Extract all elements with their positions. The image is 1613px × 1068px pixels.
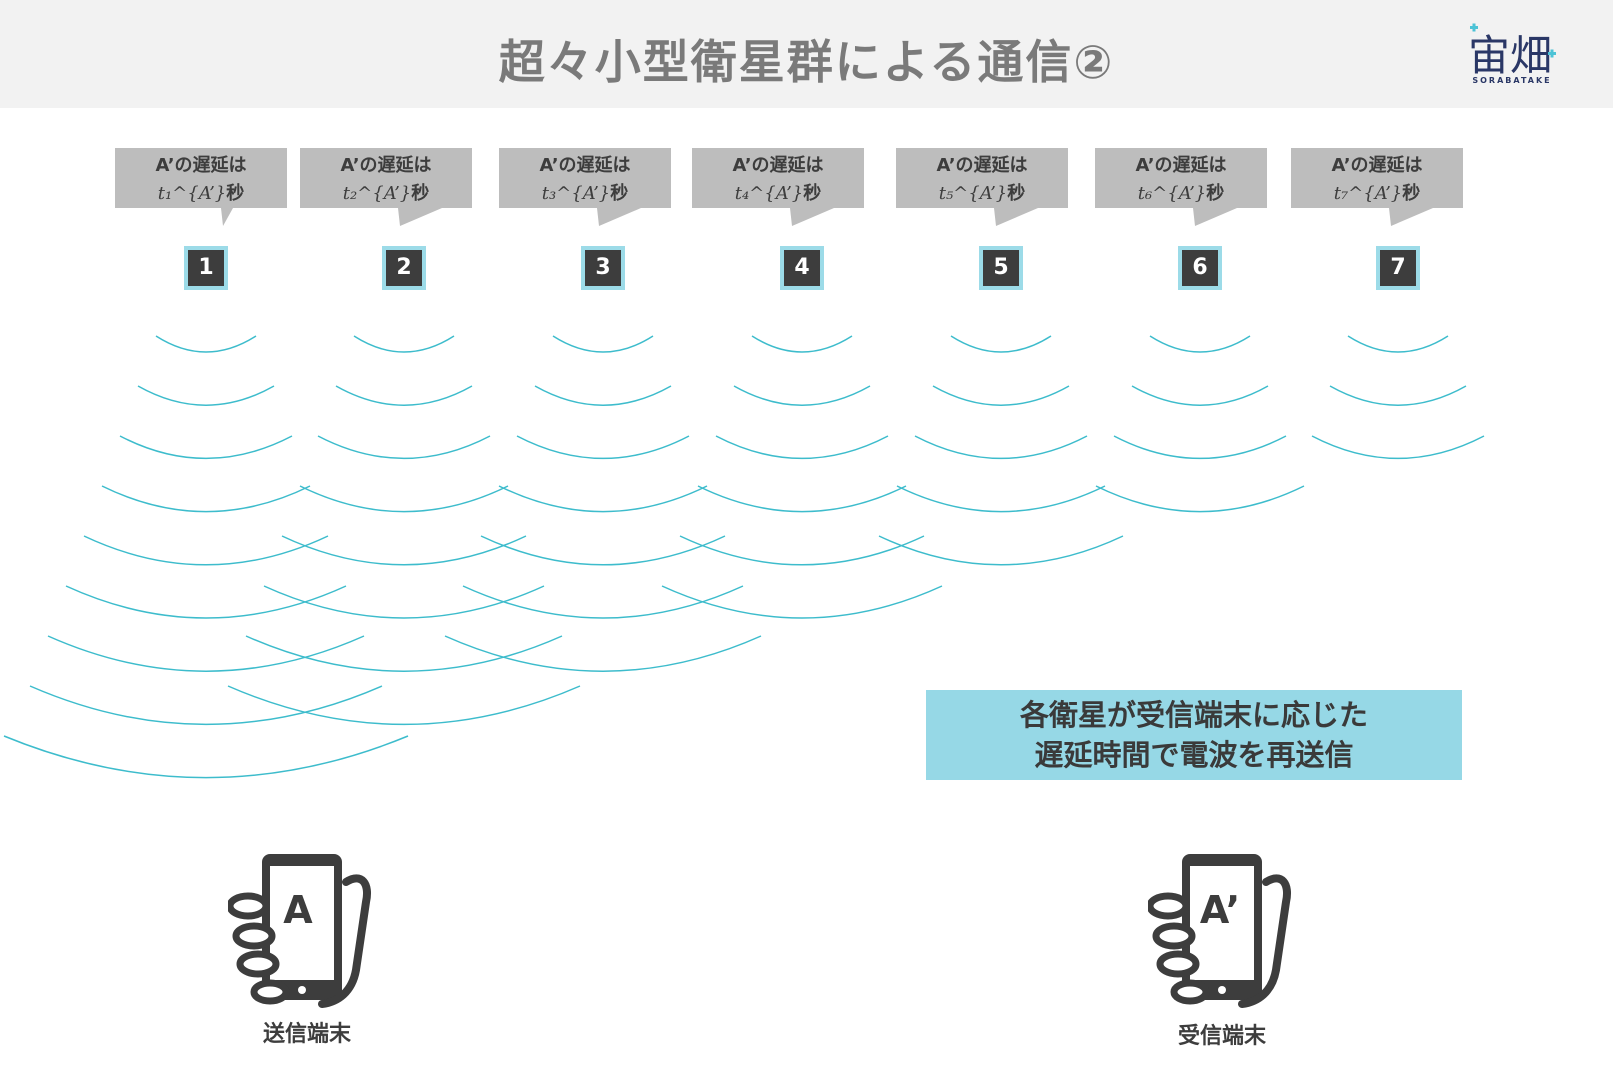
wave-arc-sat6-2: [1131, 385, 1269, 406]
delay-formula: t₄^{A’}: [734, 183, 804, 204]
wave-arc-sat1-6: [65, 585, 347, 619]
satellite-7: 7: [1376, 246, 1420, 290]
delay-text: A’の遅延は: [936, 155, 1028, 176]
wave-arc-sat4-3: [715, 435, 889, 460]
wave-arc-sat4-4: [697, 485, 907, 513]
wave-arc-sat3-1: [552, 335, 654, 353]
wave-arc-sat1-2: [137, 385, 275, 406]
sender-phone-icon: [228, 854, 371, 1008]
note-line-1: 各衛星が受信端末に応じた: [1019, 698, 1368, 732]
wave-arc-sat5-2: [932, 385, 1070, 406]
wave-arc-sat1-8: [29, 685, 383, 726]
delay-bubble-1: A’の遅延は t₁^{A’}秒: [115, 148, 287, 228]
wave-arc-sat1-4: [101, 485, 311, 513]
delay-bubble-4: A’の遅延は t₄^{A’}秒: [692, 148, 864, 228]
wave-arc-sat7-2: [1329, 385, 1467, 406]
receiver-screen-letter: A’: [1199, 888, 1241, 932]
wave-arc-sat6-4: [1095, 485, 1305, 513]
header-bar: 超々小型衛星群による通信② 宙畑 SORABATAKE: [0, 0, 1613, 108]
delay-formula: t₂^{A’}: [342, 183, 412, 204]
wave-arc-sat3-7: [444, 635, 762, 672]
delay-bubble-7: A’の遅延は t₇^{A’}秒: [1291, 148, 1463, 228]
svg-text:宙畑: 宙畑: [1468, 31, 1552, 80]
delay-formula: t₇^{A’}: [1333, 183, 1403, 204]
delay-text: A’の遅延は: [732, 155, 824, 176]
bubble-shape: [692, 148, 864, 226]
receiver-phone-icon: [1148, 854, 1291, 1008]
delay-unit: 秒: [1007, 183, 1026, 204]
wave-arc-sat6-1: [1149, 335, 1251, 353]
wave-arc-sat2-1: [353, 335, 455, 353]
wave-arc-sat2-2: [335, 385, 473, 406]
wave-arc-sat2-5: [281, 535, 527, 566]
wave-arc-sat4-2: [733, 385, 871, 406]
satellite-2: 2: [382, 246, 426, 290]
delay-unit: 秒: [803, 183, 822, 204]
page-title: 超々小型衛星群による通信②: [498, 35, 1115, 89]
sender-label: 送信端末: [262, 1022, 351, 1047]
bubble-shape: [1095, 148, 1267, 226]
wave-arc-sat5-1: [950, 335, 1052, 353]
wave-arc-sat3-4: [498, 485, 708, 513]
delay-unit: 秒: [1206, 183, 1225, 204]
bubble-shape: [1291, 148, 1463, 226]
wave-arc-sat3-3: [516, 435, 690, 460]
wave-arc-sat5-3: [914, 435, 1088, 460]
wave-arc-sat4-1: [751, 335, 853, 353]
sender-screen-letter: A: [283, 888, 313, 932]
wave-arc-sat7-3: [1311, 435, 1485, 460]
bubble-shape: [115, 148, 287, 226]
delay-formula: t₅^{A’}: [938, 183, 1008, 204]
logo-subtext: SORABATAKE: [1472, 76, 1552, 85]
wave-arc-sat1-5: [83, 535, 329, 566]
wave-arc-sat2-7: [245, 635, 563, 672]
satellite-4: 4: [780, 246, 824, 290]
wave-arc-sat4-5: [679, 535, 925, 566]
satellite-1: 1: [184, 246, 228, 290]
satellite-3: 3: [581, 246, 625, 290]
wave-arc-sat1-1: [155, 335, 257, 353]
wave-arc-sat4-6: [661, 585, 943, 619]
wave-arc-sat1-7: [47, 635, 365, 672]
logo-icon: 宙畑: [1468, 23, 1556, 80]
delay-formula: t₃^{A’}: [541, 183, 611, 204]
wave-arc-sat3-2: [534, 385, 672, 406]
satellite-6: 6: [1178, 246, 1222, 290]
delay-unit: 秒: [411, 183, 430, 204]
delay-bubble-2: A’の遅延は t₂^{A’}秒: [300, 148, 472, 228]
delay-text: A’の遅延は: [155, 155, 247, 176]
delay-text: A’の遅延は: [1331, 155, 1423, 176]
satellite-5: 5: [979, 246, 1023, 290]
wave-arc-sat5-4: [896, 485, 1106, 513]
delay-unit: 秒: [226, 183, 245, 204]
delay-text: A’の遅延は: [340, 155, 432, 176]
bubble-shape: [499, 148, 671, 226]
wave-arc-sat3-5: [480, 535, 726, 566]
bubble-shape: [896, 148, 1068, 226]
wave-arc-sat3-6: [462, 585, 744, 619]
note-line-2: 遅延時間で電波を再送信: [1034, 738, 1354, 772]
note-box: 各衛星が受信端末に応じた 遅延時間で電波を再送信: [926, 690, 1462, 780]
delay-unit: 秒: [1402, 183, 1421, 204]
wave-arc-sat1-9: [3, 735, 409, 779]
wave-arc-sat2-3: [317, 435, 491, 460]
delay-formula: t₁^{A’}: [157, 183, 227, 204]
wave-arc-sat2-6: [263, 585, 545, 619]
wave-arc-sat7-1: [1347, 335, 1449, 353]
delay-text: A’の遅延は: [539, 155, 631, 176]
wave-arc-sat6-3: [1113, 435, 1287, 460]
delay-unit: 秒: [610, 183, 629, 204]
wave-arc-sat2-8: [227, 685, 581, 726]
delay-bubble-5: A’の遅延は t₅^{A’}秒: [896, 148, 1068, 228]
bubble-shape: [300, 148, 472, 226]
delay-formula: t₆^{A’}: [1137, 183, 1207, 204]
wave-arc-sat1-3: [119, 435, 293, 460]
wave-arc-sat2-4: [299, 485, 509, 513]
delay-bubble-3: A’の遅延は t₃^{A’}秒: [499, 148, 671, 228]
delay-text: A’の遅延は: [1135, 155, 1227, 176]
wave-arc-sat5-5: [878, 535, 1124, 566]
delay-bubble-6: A’の遅延は t₆^{A’}秒: [1095, 148, 1267, 228]
receiver-label: 受信端末: [1177, 1024, 1266, 1049]
